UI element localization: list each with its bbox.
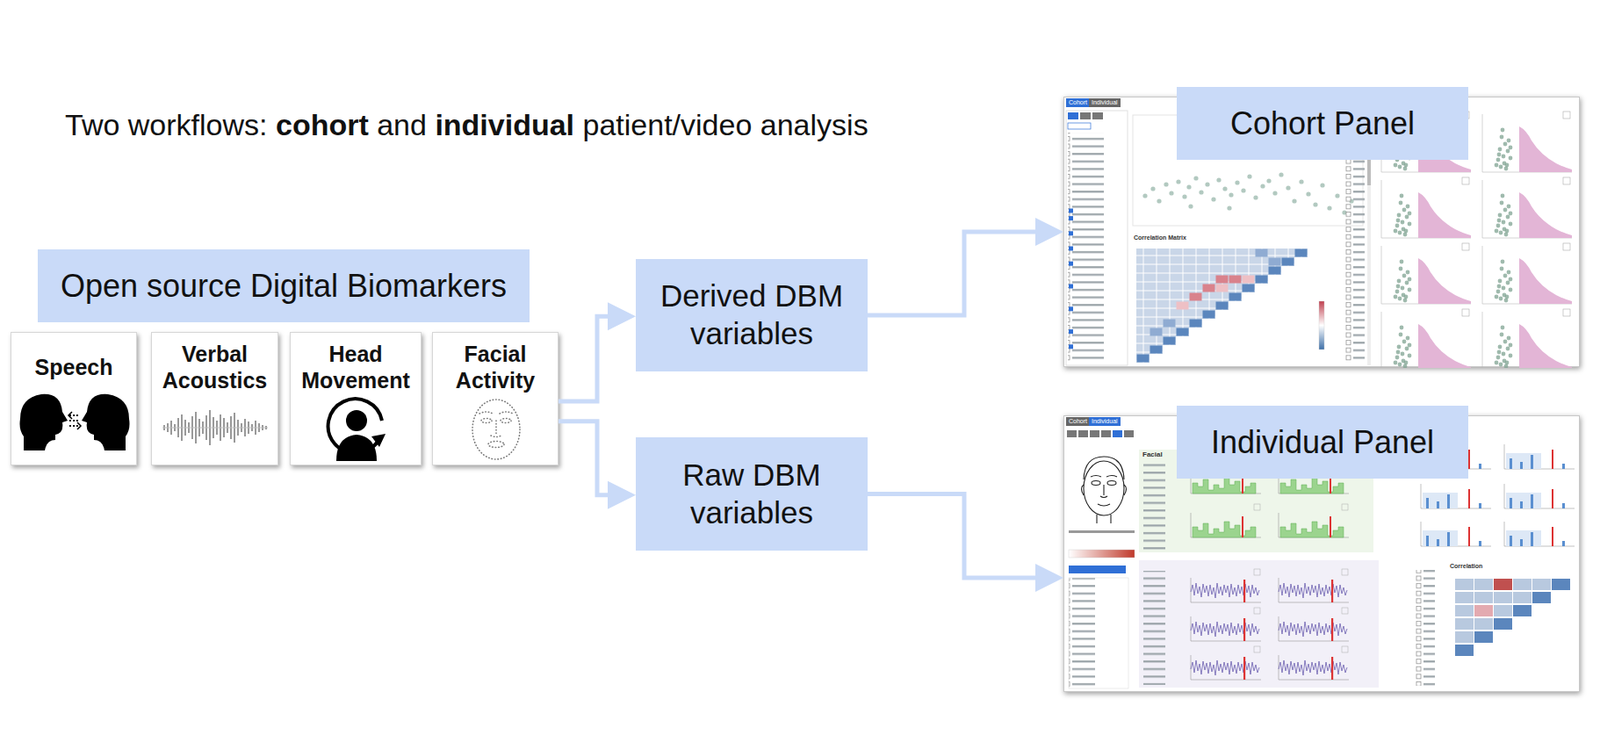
modality-card: Facial Activity <box>432 331 559 466</box>
title-emphasis: individual <box>434 108 575 142</box>
ui-tab: Individual <box>1088 98 1121 108</box>
diagram-title: Two workflows: cohort and individual pat… <box>64 108 869 143</box>
box-label: Open source Digital Biomarkers <box>60 266 507 306</box>
panel-label: Individual Panel <box>1176 405 1469 479</box>
arrow-head <box>607 302 636 331</box>
panel-label: Cohort Panel <box>1176 86 1469 160</box>
connector-line <box>558 316 610 402</box>
variable-box: Derived DBM variables <box>635 259 868 372</box>
connector <box>558 421 636 510</box>
box-label: Raw DBM variables <box>644 456 859 532</box>
card-title: Head Movement <box>290 339 421 395</box>
panel-heading: Facial <box>1142 450 1163 460</box>
arrow-head <box>1035 217 1064 246</box>
panel-heading: Correlation Matrix <box>1133 234 1187 242</box>
modality-card: Speech <box>10 331 137 466</box>
source-band: Open source Digital Biomarkers <box>37 249 530 323</box>
ui-tab: Cohort <box>1066 98 1090 108</box>
speech-icon <box>11 332 138 467</box>
card-title: Facial Activity <box>432 339 558 395</box>
panel-screenshot: Individual Panel <box>1063 415 1580 692</box>
title-emphasis: cohort <box>275 108 369 142</box>
connector <box>867 217 1064 316</box>
arrow-head <box>1035 563 1064 592</box>
ui-tab: Individual <box>1088 417 1121 426</box>
panel-heading: Correlation <box>1449 562 1483 570</box>
connector <box>558 302 636 402</box>
modality-card: Head Movement <box>289 331 422 466</box>
card-title: Speech <box>11 339 137 395</box>
card-title: Verbal Acoustics <box>151 339 278 395</box>
variable-box: Raw DBM variables <box>635 437 868 551</box>
connector-line <box>558 421 610 496</box>
connector-line <box>867 231 1038 316</box>
modality-card: Verbal Acoustics <box>151 331 279 466</box>
connector-line <box>867 494 1038 578</box>
arrow-head <box>607 481 636 510</box>
connector <box>867 494 1064 592</box>
box-label: Derived DBM variables <box>644 277 859 353</box>
ui-tab: Cohort <box>1066 417 1090 426</box>
panel-screenshot: Cohort Panel <box>1063 96 1580 368</box>
